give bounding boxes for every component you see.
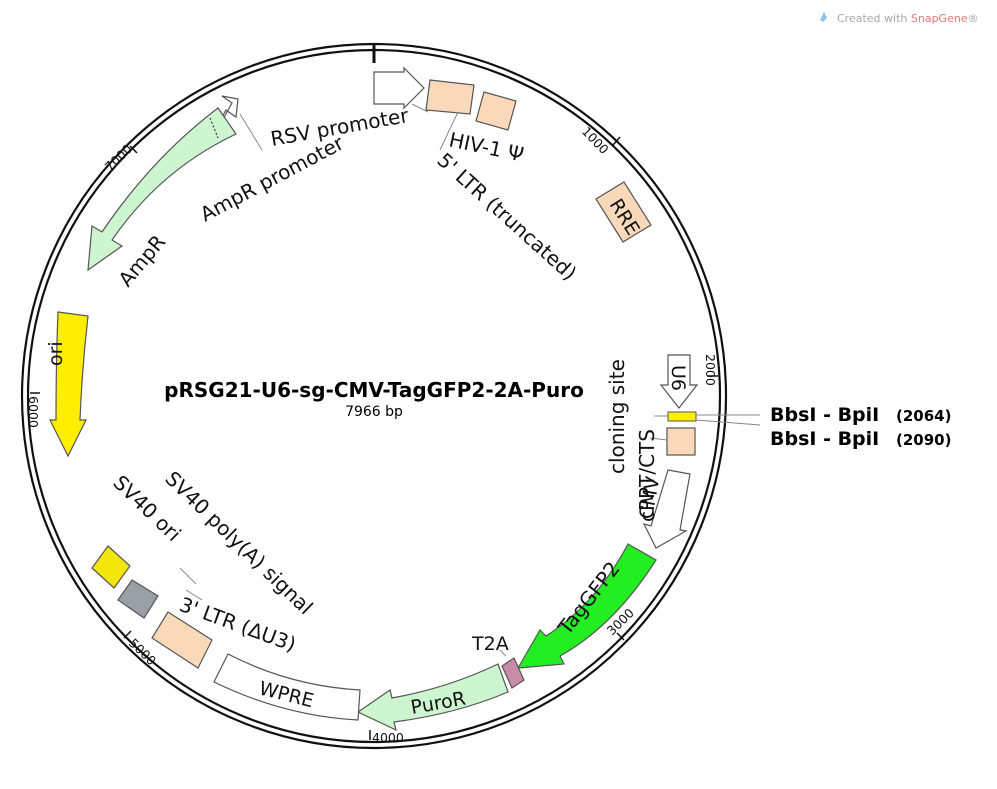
ltr5-box <box>425 79 475 115</box>
ltr5-label: 5' LTR (truncated) <box>433 148 582 285</box>
snapgene-logo-icon <box>820 12 827 22</box>
tick-3000 <box>616 632 625 641</box>
ampr-arrow <box>87 107 237 272</box>
tick-1000 <box>612 136 621 146</box>
sv40-ori-box <box>117 579 159 619</box>
site-2-pos: (2090) <box>896 431 951 449</box>
tick-marks <box>30 136 718 740</box>
ampr-divider <box>209 117 219 139</box>
site-1-name: BbsI - BpiI <box>770 404 879 426</box>
wpre-box <box>213 653 361 721</box>
taggfp2-arrow <box>516 543 657 669</box>
hiv-psi-box <box>475 91 517 131</box>
ori-arrow <box>49 311 89 458</box>
watermark-text: Created with SnapGene® <box>837 12 979 25</box>
site-1-pos: (2064) <box>896 407 951 425</box>
tick-label-2000: 2000 <box>703 354 718 386</box>
rsv-promoter-arrow <box>373 66 425 110</box>
tick-label-1000: 1000 <box>579 124 612 157</box>
u6-arrow <box>659 354 699 409</box>
plasmid-name: pRSG21-U6-sg-CMV-TagGFP2-2A-Puro <box>164 378 584 402</box>
t2a-label: T2A <box>471 633 509 655</box>
u6-label: U6 <box>667 365 689 391</box>
ori-label: ori <box>45 341 67 366</box>
ampr-label: AmpR <box>113 230 170 291</box>
sv40-polya-box <box>91 545 131 589</box>
tick-label-4000: 4000 <box>372 730 404 745</box>
cloning-site-box <box>667 411 697 422</box>
rre-box <box>595 181 652 243</box>
cppt-cts-box <box>666 427 696 456</box>
cmv-arrow <box>642 469 691 549</box>
plasmid-length: 7966 bp <box>345 404 403 420</box>
ltr3-box <box>151 611 213 669</box>
tick-5000 <box>123 630 132 639</box>
site-2-name: BbsI - BpiI <box>770 428 879 450</box>
tick-7000 <box>129 145 138 154</box>
tick-label-6000: 6000 <box>26 396 41 428</box>
puror-arrow <box>356 663 509 732</box>
leader-lines <box>179 103 761 657</box>
snapgene-watermark: Created with SnapGene® <box>820 12 979 25</box>
cloning-site-label: cloning site <box>605 359 629 474</box>
t2a-box <box>501 657 525 689</box>
cppt-label: cPPT/CTS <box>635 429 659 522</box>
